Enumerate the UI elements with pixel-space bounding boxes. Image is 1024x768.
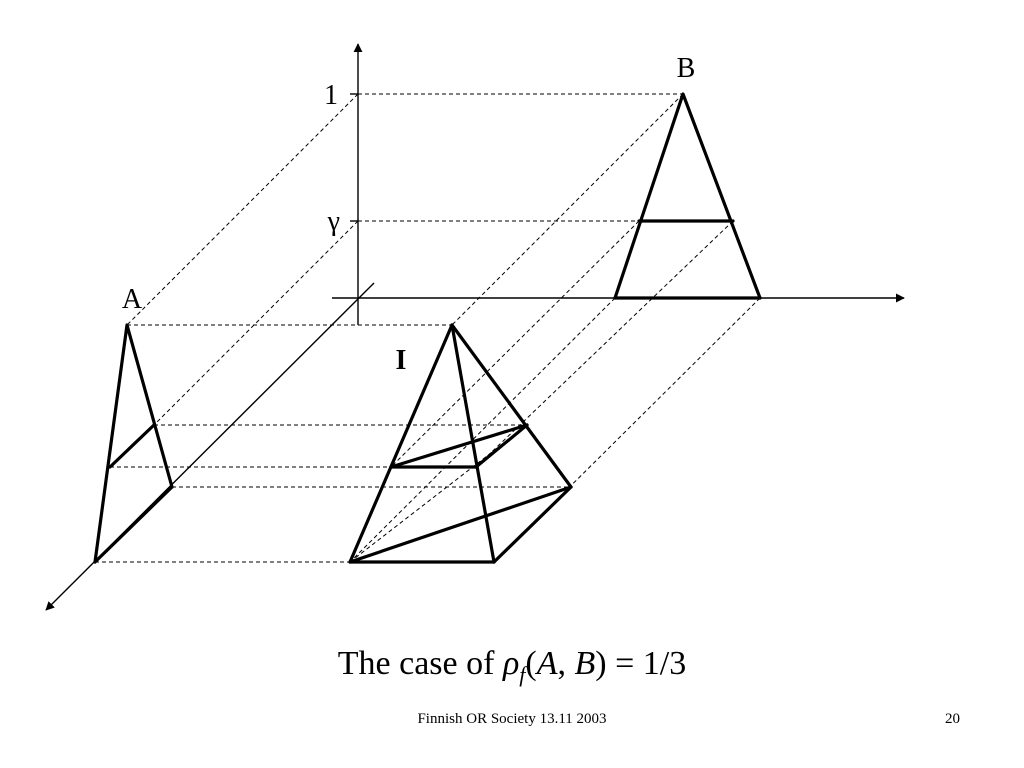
caption-open-paren: ( [525, 645, 537, 682]
triangle-a [93, 323, 174, 564]
axis-label-one: 1 [324, 80, 338, 111]
caption-rho-symbol: ρ [502, 645, 520, 682]
page-number: 20 [945, 711, 960, 727]
axis-label-gamma: γ [327, 206, 340, 237]
caption-arg-b: B [574, 645, 596, 682]
caption-suffix: ) = 1/3 [595, 645, 687, 682]
pyramid-i [348, 323, 573, 564]
caption-arg-a: A [536, 645, 558, 682]
caption-comma: , [557, 645, 575, 682]
caption-prefix: The case of [337, 645, 503, 682]
label-i: I [396, 345, 407, 376]
caption-subscript: f [519, 662, 526, 687]
label-b: B [677, 53, 696, 84]
footer-text: Finnish OR Society 13.11 2003 [417, 711, 607, 727]
slide-caption: The case of ρf(A, B) = 1/3 [0, 642, 1024, 686]
triangle-b [613, 92, 762, 300]
label-a: A [122, 284, 143, 315]
fuzzy-sets-diagram: 1 γ [45, 43, 905, 611]
